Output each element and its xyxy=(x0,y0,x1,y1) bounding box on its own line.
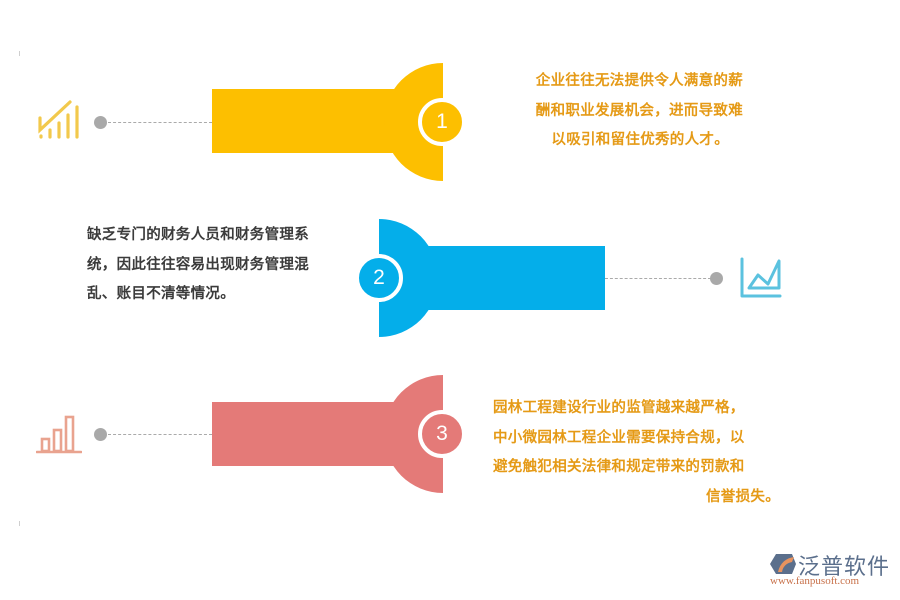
description-line: 避免触犯相关法律和规定带来的罚款和 xyxy=(493,459,745,475)
bar-chart-rising-icon xyxy=(38,100,79,139)
item-bar xyxy=(212,402,412,466)
connector-line xyxy=(605,278,711,279)
item-description: 园林工程建设行业的监管越来越严格， 中小微园林工程企业需要保持合规，以 避免触犯… xyxy=(493,394,780,512)
corner-mark-bottom xyxy=(19,521,20,526)
item-number: 1 xyxy=(436,110,448,133)
fanpu-logo-icon xyxy=(770,554,796,574)
description-line: 酬和职业发展机会，进而导致难 xyxy=(535,102,743,119)
area-chart-icon xyxy=(740,257,782,298)
item-number-badge: 1 xyxy=(418,98,466,146)
brand-logo: 泛普软件 www.fanpusoft.com xyxy=(770,553,895,593)
description-line: 园林工程建设行业的监管越来越严格， xyxy=(493,400,745,416)
description-line: 信誉损失。 xyxy=(706,488,780,505)
bar-chart-icon xyxy=(36,415,82,454)
brand-name: 泛普软件 xyxy=(798,555,891,580)
item-bar xyxy=(425,246,605,310)
item-description: 缺乏专门的财务人员和财务管理系 统，因此往往容易出现财务管理混 乱、账目不清等情… xyxy=(87,221,309,310)
connector-dot xyxy=(94,428,107,441)
description-line: 中小微园林工程企业需要保持合规，以 xyxy=(493,429,745,446)
description-line: 缺乏专门的财务人员和财务管理系 xyxy=(87,227,309,243)
description-line: 企业往往无法提供令人满意的薪 xyxy=(535,73,743,89)
brand-url: www.fanpusoft.com xyxy=(770,575,860,587)
item-number-badge: 2 xyxy=(355,254,403,302)
description-line: 乱、账目不清等情况。 xyxy=(87,286,235,302)
connector-line xyxy=(108,122,212,123)
item-number: 3 xyxy=(436,422,448,445)
item-number-badge: 3 xyxy=(418,410,466,458)
connector-line xyxy=(108,434,212,435)
item-description: 企业往往无法提供令人满意的薪 酬和职业发展机会，进而导致难 以吸引和留住优秀的人… xyxy=(500,67,743,156)
connector-dot xyxy=(710,272,723,285)
item-bar xyxy=(212,89,412,153)
connector-dot xyxy=(94,116,107,129)
description-line: 以吸引和留住优秀的人才。 xyxy=(551,132,729,148)
item-number: 2 xyxy=(373,266,385,289)
description-line: 统，因此往往容易出现财务管理混 xyxy=(87,256,309,273)
corner-mark-top xyxy=(19,51,20,56)
